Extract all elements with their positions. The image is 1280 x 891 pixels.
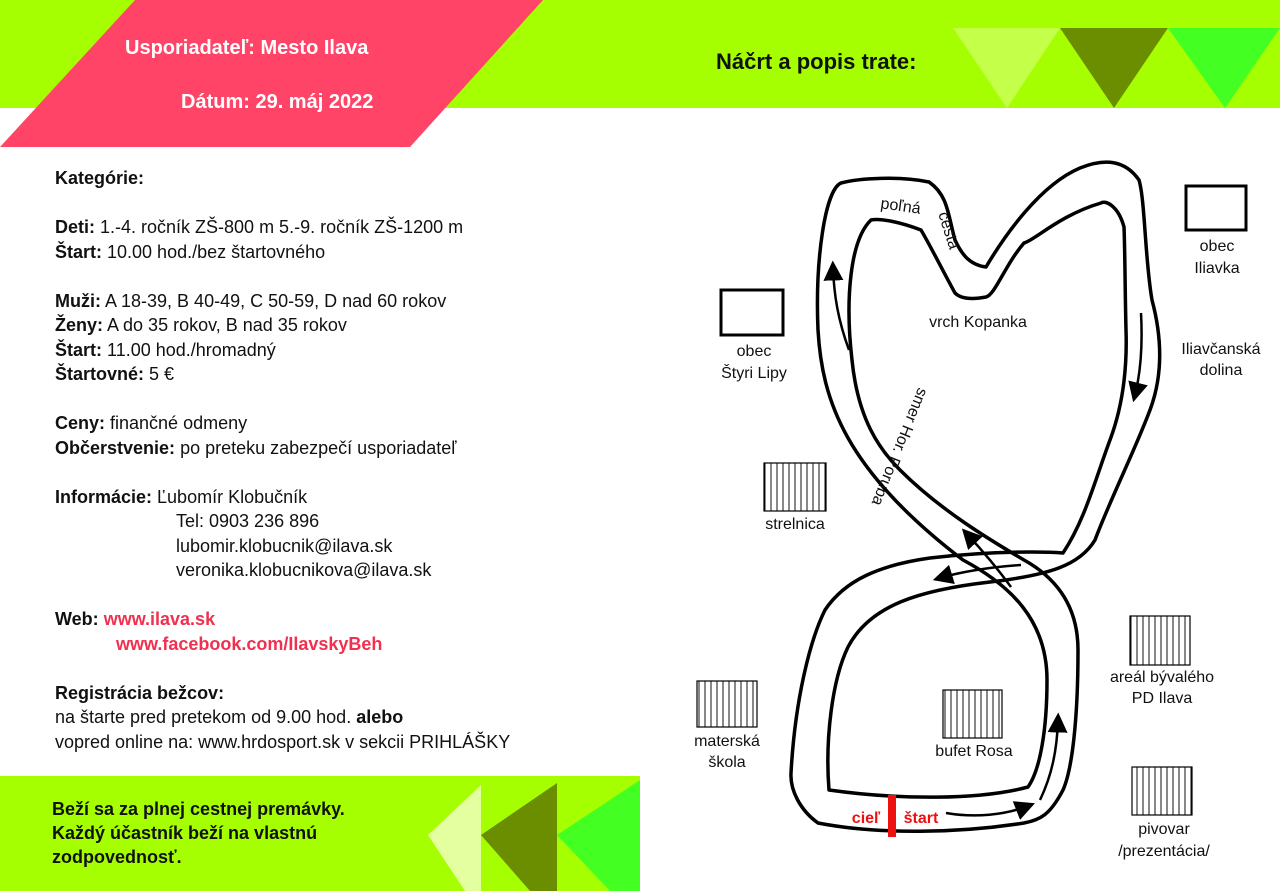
hill-label: vrch Kopanka xyxy=(929,314,1027,331)
arrow-up-right xyxy=(1038,712,1068,801)
arrow-start-right xyxy=(945,801,1035,820)
building-buffet xyxy=(942,689,1003,739)
men-label: Muži: xyxy=(55,290,101,311)
registration-or: alebo xyxy=(356,707,404,727)
prizes-value: finančné odmeny xyxy=(105,413,248,433)
web-label: Web: xyxy=(55,609,99,629)
footer-line-3: zodpovednosť. xyxy=(52,847,182,867)
fee-label: Štartovné: xyxy=(55,364,145,384)
kids-value: 1.-4. ročník ZŠ-800 m 5.-9. ročník ZŠ-12… xyxy=(95,217,464,237)
iliavka-label-1: obec xyxy=(1200,238,1235,255)
valley-label-1: Iliavčanská xyxy=(1181,341,1260,358)
triangle-bright xyxy=(1168,28,1280,108)
refresh-value: po preteku zabezpečí usporiadateľ xyxy=(175,437,457,458)
building-area xyxy=(1129,615,1191,666)
arrow-left-center xyxy=(932,563,1022,584)
start2-value: 11.00 hod./hromadný xyxy=(102,339,276,360)
buffet-label: bufet Rosa xyxy=(935,743,1012,760)
categories-heading: Kategórie: xyxy=(55,168,145,188)
valley-label-2: dolina xyxy=(1200,362,1243,379)
triangle-left-pale xyxy=(428,785,481,891)
start-label: štart xyxy=(904,810,939,827)
web-link-facebook[interactable]: www.facebook.com/IlavskyBeh xyxy=(116,633,383,654)
building-styri-lipy xyxy=(719,288,785,337)
women-value: A do 35 rokov, B nad 35 rokov xyxy=(103,315,347,335)
track-line-inner xyxy=(789,200,1128,834)
pink-banner xyxy=(0,0,543,147)
organizer-text: Usporiadateľ: Mesto Ilava xyxy=(125,37,369,59)
brewery-label-2: /prezentácia/ xyxy=(1118,843,1210,860)
triangle-left-olive xyxy=(481,783,557,891)
iliavka-label-2: Iliavka xyxy=(1194,260,1239,277)
building-shooting-range xyxy=(763,462,827,512)
lipy-label-2: Štyri Lipy xyxy=(721,363,787,382)
area-label-1: areál bývalého xyxy=(1110,669,1214,686)
lipy-label-1: obec xyxy=(737,343,772,360)
contact-name: Ľubomír Klobučník xyxy=(152,486,308,507)
start2-label: Štart: xyxy=(55,339,103,360)
contact-tel: Tel: 0903 236 896 xyxy=(176,511,320,531)
kids-label: Deti: xyxy=(55,217,95,237)
refresh-label: Občerstvenie: xyxy=(55,437,176,458)
track-line-outer xyxy=(815,160,1162,799)
start1-label: Štart: xyxy=(55,241,103,262)
info-block: Kategórie: Deti: 1.-4. ročník ZŠ-800 m 5… xyxy=(55,166,510,754)
triangle-left-bright xyxy=(557,780,640,891)
map-title: Náčrt a popis trate: xyxy=(716,49,917,74)
registration-heading: Registrácia bežcov: xyxy=(55,682,225,703)
date-text: Dátum: 29. máj 2022 xyxy=(181,91,374,113)
building-iliavka xyxy=(1184,184,1248,232)
field-road-label-1: poľná xyxy=(880,195,922,217)
arrow-up-left xyxy=(823,260,851,351)
prizes-label: Ceny: xyxy=(55,413,106,433)
start1-value: 10.00 hod./bez štartovného xyxy=(102,241,326,262)
arrow-up-center xyxy=(961,528,1013,588)
footer-notice: Beží sa za plnej cestnej premávky. Každý… xyxy=(52,797,345,869)
finish-label: cieľ xyxy=(852,810,881,827)
arrow-down-right xyxy=(1128,312,1148,403)
men-value: A 18-39, B 40-49, C 50-59, D nad 60 roko… xyxy=(100,290,447,311)
fee-value: 5 € xyxy=(144,364,175,384)
brewery-label-1: pivovar xyxy=(1138,821,1190,838)
shooting-label: strelnica xyxy=(765,516,825,533)
triangle-olive xyxy=(1060,28,1168,108)
footer-line-1: Beží sa za plnej cestnej premávky. xyxy=(52,799,345,819)
kindergarten-label-1: materská xyxy=(694,733,760,750)
footer-line-2: Každý účastník beží na vlastnú xyxy=(52,823,318,843)
area-label-2: PD Ilava xyxy=(1132,690,1193,707)
women-label: Ženy: xyxy=(55,315,104,335)
building-brewery xyxy=(1131,766,1193,816)
contact-email-1[interactable]: lubomir.klobucnik@ilava.sk xyxy=(176,535,393,556)
kindergarten-label-2: škola xyxy=(708,754,745,771)
field-road-label-2: cesta xyxy=(934,210,962,252)
registration-line-1: na štarte pred pretekom od 9.00 hod. xyxy=(55,707,357,727)
triangle-pale xyxy=(953,28,1060,108)
start-finish-line xyxy=(888,795,896,837)
building-kindergarten xyxy=(696,680,758,728)
registration-line-2: vopred online na: www.hrdosport.sk v sek… xyxy=(55,731,511,752)
contact-email-2[interactable]: veronika.klobucnikova@ilava.sk xyxy=(176,560,432,580)
contact-label: Informácie: xyxy=(55,486,153,507)
web-link-ilava[interactable]: www.ilava.sk xyxy=(103,609,216,629)
